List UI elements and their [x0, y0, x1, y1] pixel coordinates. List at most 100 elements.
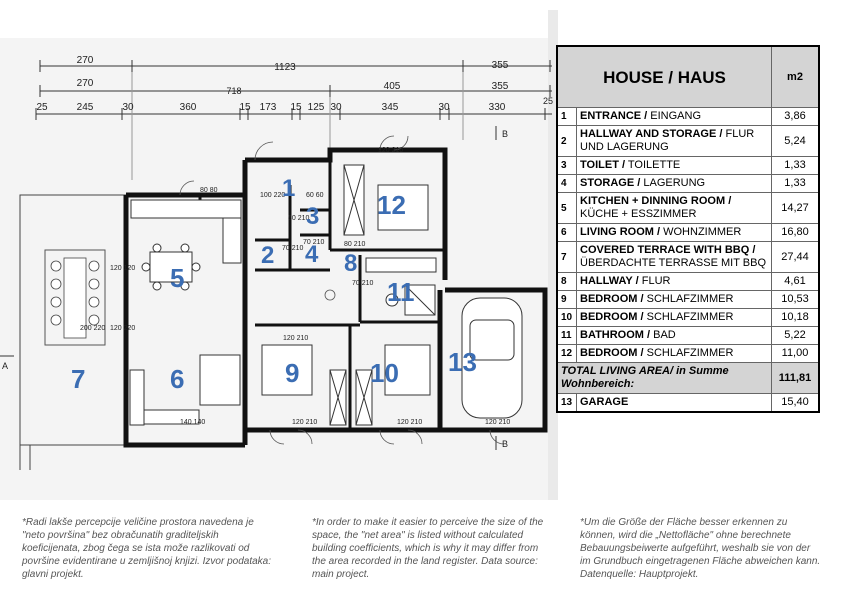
room-index: 10 [556, 308, 577, 327]
room-name-en: BATHROOM / [580, 329, 651, 341]
room-area: 10,53 [771, 290, 820, 309]
room-name: KITCHEN + DINNING ROOM / KÜCHE + ESSZIMM… [576, 192, 772, 224]
room-number-12: 12 [377, 190, 406, 220]
dim-r3-3: 360 [180, 102, 197, 113]
room-area: 16,80 [771, 223, 820, 242]
door-label: 70 210 [352, 280, 374, 287]
section-b-bottom-label: B [502, 439, 508, 449]
room-index: 12 [556, 344, 577, 363]
room-name-de: LAGERUNG [640, 177, 706, 189]
room-name-de: KÜCHE + ESSZIMMER [580, 208, 697, 220]
note-english: *In order to make it easier to perceive … [312, 517, 544, 580]
dim-r3-12: 25 [543, 96, 553, 106]
room-area: 5,24 [771, 125, 820, 157]
room-name-de: FLUR [638, 275, 671, 287]
dim-r1-2: 355 [492, 60, 509, 71]
dim-r3-10: 30 [438, 102, 450, 113]
door-label: 70 210 [282, 245, 304, 252]
room-number-7: 7 [71, 364, 85, 394]
room-name-de: TOILETTE [625, 159, 681, 171]
room-index: 2 [556, 125, 577, 157]
room-name: TOILET / TOILETTE [576, 156, 772, 175]
room-number-9: 9 [285, 358, 299, 388]
total-label: TOTAL LIVING AREA/ in Summe Wohnbereich: [556, 362, 772, 394]
kitchen-counter [130, 199, 242, 291]
inner-walls [198, 160, 445, 430]
dimension-lines [35, 60, 552, 180]
door-label: 120 210 [378, 147, 403, 154]
window-label: 120 210 [397, 419, 422, 426]
room-number-10: 10 [370, 358, 399, 388]
room-index: 6 [556, 223, 577, 242]
dim-r2-0: 270 [77, 78, 94, 89]
door-label: 70 210 [303, 239, 325, 246]
room-name-en: BEDROOM / [580, 293, 644, 305]
room-name-en: LIVING ROOM / [580, 226, 661, 238]
dim-r3-1: 245 [77, 102, 94, 113]
room-name-en: TOILET / [580, 159, 626, 171]
bed-9 [261, 344, 347, 426]
dim-r3-2: 30 [122, 102, 134, 113]
room-number-2: 2 [261, 242, 274, 269]
outer-walls [123, 147, 548, 448]
dim-r3-5: 173 [260, 102, 277, 113]
room-name: STORAGE / LAGERUNG [576, 174, 772, 193]
room-area: 4,61 [771, 272, 820, 291]
garage-car [461, 297, 523, 419]
dim-r2-3: 355 [492, 81, 509, 92]
total-row: TOTAL LIVING AREA/ in Summe Wohnbereich:… [556, 362, 820, 394]
room-area: 14,27 [771, 192, 820, 224]
plan-paper-edge [548, 10, 558, 500]
room-area: 1,33 [771, 156, 820, 175]
room-number-6: 6 [170, 364, 184, 394]
room-number-5: 5 [170, 263, 184, 293]
door-label: 120 210 [283, 335, 308, 342]
window-label: 120 210 [292, 419, 317, 426]
table-title: HOUSE / HAUS [556, 45, 772, 108]
door-label: 60 60 [306, 192, 324, 199]
room-name: LIVING ROOM / WOHNZIMMER [576, 223, 772, 242]
window-label: 140 140 [180, 419, 205, 426]
dim-r1-0: 270 [77, 55, 94, 66]
table-header-row: HOUSE / HAUS m2 [556, 45, 820, 108]
door-label: 80 80 [200, 187, 218, 194]
room-index: 7 [556, 241, 577, 273]
dim-r3-8: 30 [330, 102, 342, 113]
room-area: 5,22 [771, 326, 820, 345]
room-area: 11,00 [771, 344, 820, 363]
room-name-en: ENTRANCE / [580, 110, 648, 122]
room-name: HALLWAY / FLUR [576, 272, 772, 291]
note-croatian: *Radi lakše percepcije veličine prostora… [22, 517, 272, 580]
bed-10 [355, 344, 431, 426]
room-name-de: FLUR UND LAGERUNG [580, 128, 755, 153]
room-name-de: SCHLAFZIMMER [643, 347, 734, 359]
window-label: 120 120 [110, 265, 135, 272]
dim-r3-4: 15 [239, 102, 251, 113]
room-name-en: BEDROOM / [580, 311, 644, 323]
room-name: BEDROOM / SCHLAFZIMMER [576, 344, 772, 363]
room-name: ENTRANCE / EINGANG [576, 107, 772, 126]
terrace-table [50, 257, 100, 339]
room-name: HALLWAY AND STORAGE / FLUR UND LAGERUNG [576, 125, 772, 157]
room-index: 5 [556, 192, 577, 224]
room-area: 1,33 [771, 174, 820, 193]
bathroom-fixtures [365, 257, 437, 316]
dim-r3-0: 25 [36, 102, 48, 113]
door-label: 50 210 [288, 215, 310, 222]
garage-door-label: 120 210 [485, 419, 510, 426]
room-name-en: COVERED TERRACE WITH BBQ / [580, 244, 756, 256]
dim-r1-1: 1123 [274, 62, 296, 73]
